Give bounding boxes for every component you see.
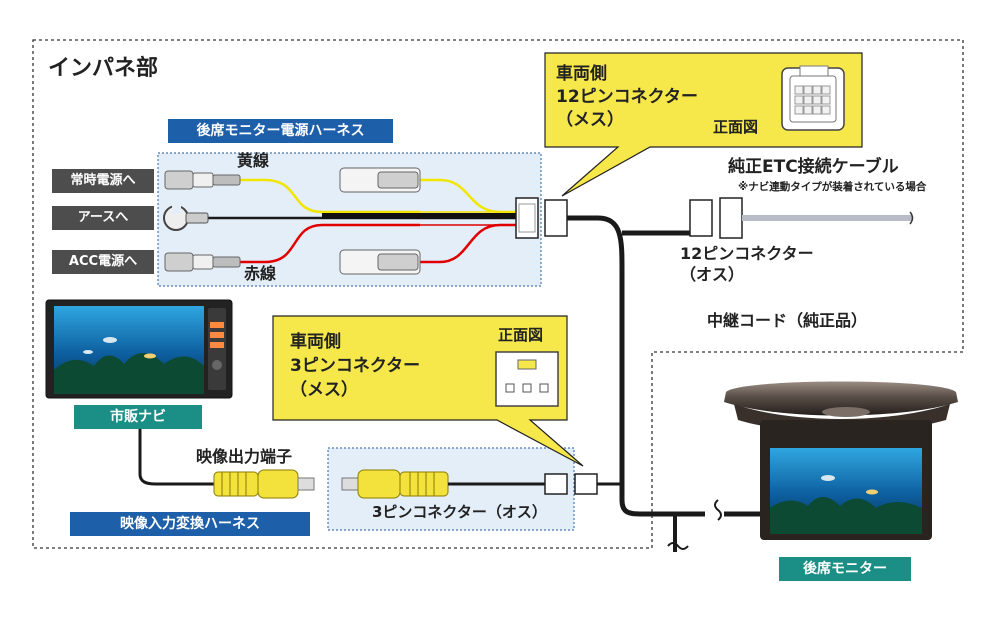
navi-video-cable <box>138 428 215 486</box>
aftermarket-navi-unit <box>45 299 233 399</box>
callout3-line2: 3ピンコネクター <box>290 356 421 376</box>
rear-monitor-label: 後席モニター <box>779 557 911 581</box>
callout12-line3: （メス） <box>556 110 624 130</box>
connector3-male-label: 3ピンコネクター（オス） <box>372 503 547 521</box>
navi-label: 市販ナビ <box>74 405 202 429</box>
terminal-acc <box>164 252 241 272</box>
yellow-wire <box>240 178 420 214</box>
ground-ring-terminal <box>163 204 209 231</box>
label-constant-power: 常時電源へ <box>52 169 154 193</box>
label-ground: アースへ <box>52 206 154 230</box>
callout12-front-view-label: 正面図 <box>713 118 759 136</box>
connector-3pin-front-view <box>495 351 559 407</box>
connector-12pin-front-view <box>781 65 845 131</box>
terminal-acc-mate <box>339 249 421 275</box>
red-wire <box>240 223 420 264</box>
label-acc-power: ACC電源へ <box>52 250 154 274</box>
callout3-line3: （メス） <box>290 380 358 400</box>
etc-cable-title: 純正ETC接続ケーブル <box>728 157 899 177</box>
terminal-constant-mate <box>339 167 421 193</box>
connector12-male-line2: （オス） <box>680 265 745 284</box>
etc-connector <box>719 197 743 239</box>
area-title: インパネ部 <box>48 56 159 81</box>
relay-cord-label: 中継コード（純正品） <box>707 311 868 330</box>
video-output-plug <box>213 469 315 499</box>
terminal-constant <box>164 170 241 190</box>
vehicle-12pin-female-connector <box>544 199 568 237</box>
relay-cord <box>567 215 705 517</box>
video-input-plug <box>341 469 449 499</box>
vehicle-3pin-female-connector <box>574 473 598 495</box>
etc-cable-note: ※ナビ連動タイプが装着されている場合 <box>738 181 927 193</box>
rear-monitor-unit <box>724 381 958 540</box>
video-harness-banner: 映像入力変換ハーネス <box>70 512 310 536</box>
instrument-panel-region <box>32 39 964 549</box>
callout12-line2: 12ピンコネクター <box>556 87 698 107</box>
power-harness-banner: 後席モニター電源ハーネス <box>168 119 393 143</box>
callout3-front-view-label: 正面図 <box>498 326 544 344</box>
harness-3pin-male-connector <box>544 473 568 495</box>
harness-12pin-connector <box>515 197 539 239</box>
red-wire-label: 赤線 <box>244 264 277 283</box>
video-output-label: 映像出力端子 <box>196 447 293 466</box>
yellow-wire-label: 黄線 <box>237 151 270 170</box>
connector12-male-line1: 12ピンコネクター <box>680 244 814 263</box>
relay-12pin-male-connector <box>689 199 713 237</box>
callout3-line1: 車両側 <box>290 332 341 352</box>
callout12-line1: 車両側 <box>556 64 607 84</box>
